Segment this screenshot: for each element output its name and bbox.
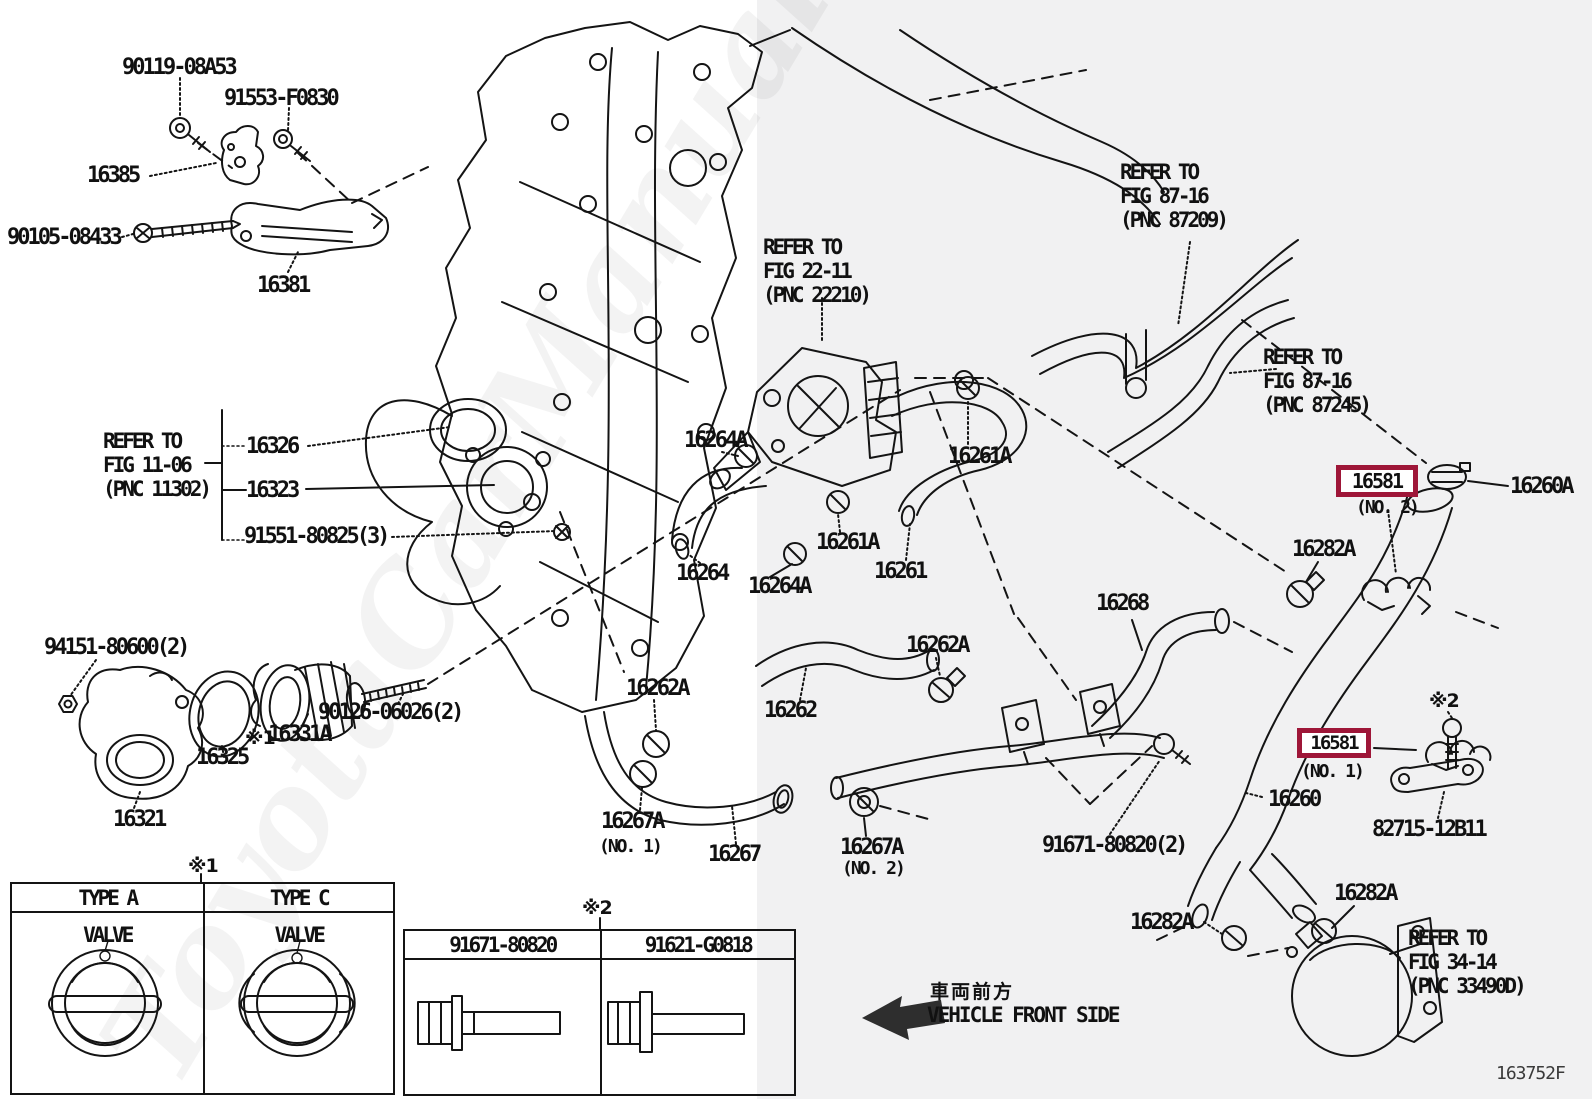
gray-panel-background: [757, 0, 1592, 1099]
thermostat-16331A-drawing: [250, 661, 367, 742]
part-label-16264A-top: 16264A: [684, 428, 749, 453]
part-label-94151-80600: 94151-80600(2): [44, 635, 190, 660]
part-label-16267A-no2-note: (NO. 2): [842, 858, 906, 879]
solid-leader-lines: [301, 480, 1509, 955]
leader-lines: [69, 77, 1453, 935]
marker-note-2: ※2: [582, 897, 613, 919]
valve-type-table: TYPE A TYPE C VALVE VALVE: [10, 882, 395, 1095]
hose-16262-drawing: [755, 641, 966, 703]
part-label-16267A-no1: 16267A: [601, 809, 666, 834]
vehicle-front-label-en: VEHICLE FRONT SIDE: [927, 1003, 1121, 1027]
marker-note-1: ※1: [188, 855, 219, 877]
clamp-16282A-mid-drawing: [1286, 571, 1325, 608]
part-label-16260: 16260: [1268, 787, 1322, 812]
highlighted-part-16581-no1[interactable]: 16581: [1297, 728, 1371, 758]
bolt-91671-drawing: [417, 995, 561, 1051]
part-label-90105-08433: 90105-08433: [7, 225, 123, 250]
engine-cover-drawing: [435, 21, 763, 713]
part-label-16267A-no1-note: (NO. 1): [599, 836, 663, 857]
highlighted-part-16581-no2[interactable]: 16581: [1336, 465, 1418, 497]
water-outlet-flange-drawing: [364, 398, 571, 606]
refer-note-fig-11-06: REFER TO FIG 11-06 (PNC 11302): [103, 429, 212, 501]
vehicle-front-arrow-icon: [862, 996, 945, 1040]
part-label-91551-80825: 91551-80825(3): [244, 524, 390, 549]
gasket-16325-drawing: [188, 670, 260, 758]
vehicle-front-label-jp: 車両前方: [930, 981, 1015, 1003]
dashed-lines: [197, 69, 1499, 957]
part-label-16262A-left: 16262A: [626, 676, 691, 701]
part-label-16331A: 16331A: [268, 722, 333, 747]
highlighted-part-16581-no1-note: (NO. 1): [1301, 761, 1365, 782]
valve-table-cell-a: VALVE: [83, 923, 134, 947]
part-label-16385: 16385: [87, 163, 141, 188]
part-label-90126-06026: 90126-06026(2): [318, 700, 464, 725]
part-label-16261A-bot: 16261A: [816, 530, 881, 555]
part-label-16282A-mid: 16282A: [1292, 537, 1357, 562]
part-label-16381: 16381: [257, 273, 311, 298]
part-label-16262: 16262: [764, 698, 818, 723]
hose-16267-drawing: [584, 711, 879, 826]
part-label-90119-08A53: 90119-08A53: [122, 55, 238, 80]
bolt-table-header-91621: 91621-G0818: [599, 931, 795, 958]
throttle-body-drawing: [709, 347, 903, 491]
part-label-16282A-bl: 16282A: [1130, 910, 1195, 935]
hose-16261-drawing: [826, 376, 1028, 527]
valve-table-header-type-a: TYPE A: [78, 885, 139, 910]
refer-note-fig-87-16-87209: REFER TO FIG 87-16 (PNC 87209): [1120, 160, 1229, 232]
part-label-16262A-right: 16262A: [906, 633, 971, 658]
part-label-16264A-bot: 16264A: [748, 574, 813, 599]
stud-90126-drawing: [361, 679, 427, 703]
bracket-82715-drawing: [1390, 718, 1484, 793]
bracket-16385-drawing: [220, 125, 264, 186]
clamp-16581-no1-drawing: [1425, 740, 1492, 771]
water-bypass-pipe-drawing: [830, 683, 1191, 800]
bolt-table-cell-91621: [599, 960, 795, 1094]
vacuum-pump-drawing: [1286, 917, 1443, 1057]
hose-16268-drawing: [1091, 608, 1230, 739]
bolt-table-header-91671: 91671-80820: [449, 932, 558, 957]
part-label-16282A-br: 16282A: [1334, 881, 1399, 906]
highlighted-part-16581-no2-note: (NO. 2): [1356, 497, 1420, 518]
heater-hoses-drawing: [749, 27, 1299, 469]
hose-16264-drawing: [671, 444, 807, 566]
refer-note-fig-22-11: REFER TO FIG 22-11 (PNC 22210): [763, 235, 872, 307]
reference-bracket-lines: [204, 409, 495, 541]
marker-16331A: ※1: [245, 727, 276, 749]
marker-note-2b: ※2: [1429, 690, 1460, 712]
part-label-16264: 16264: [676, 561, 730, 586]
part-label-16268: 16268: [1096, 591, 1150, 616]
figure-code: 163752F: [1496, 1063, 1566, 1084]
part-label-16326: 16326: [246, 434, 300, 459]
part-label-16323: 16323: [246, 478, 300, 503]
part-label-16325: 16325: [196, 745, 250, 770]
valve-table-header-type-c: TYPE C: [202, 884, 394, 911]
bracket-16381-drawing: [230, 198, 389, 256]
part-label-16267: 16267: [708, 842, 762, 867]
bolt-table-cell-91671: [405, 960, 600, 1094]
clamp-16581-no2-drawing: [1361, 576, 1432, 615]
bolt-variant-table: 91671-80820 91621-G0818: [403, 929, 796, 1096]
bolt-91621-drawing: [607, 991, 745, 1053]
screw-91553-drawing: [273, 129, 311, 162]
part-label-16261: 16261: [874, 559, 928, 584]
water-inlet-16321-drawing: [58, 665, 204, 800]
refer-note-fig-87-16-87245: REFER TO FIG 87-16 (PNC 87245): [1263, 345, 1372, 417]
part-label-91553-F0830: 91553-F0830: [224, 86, 340, 111]
thermostat-valve-type-a-drawing: [48, 940, 162, 1057]
part-label-16261A-top: 16261A: [948, 444, 1013, 469]
valve-table-cell-c: VALVE: [202, 913, 394, 1093]
part-label-16321: 16321: [113, 807, 167, 832]
thermostat-valve-type-c-drawing: [238, 940, 356, 1057]
part-label-16267A-no2: 16267A: [840, 835, 905, 860]
part-label-91671-80820-2: 91671-80820(2): [1042, 833, 1188, 858]
screw-90105-drawing: [133, 220, 241, 243]
part-label-16260A: 16260A: [1510, 474, 1575, 499]
refer-note-fig-34-14: REFER TO FIG 34-14 (PNC 33490D): [1408, 926, 1527, 998]
part-label-82715-12B11: 82715-12B11: [1372, 817, 1488, 842]
